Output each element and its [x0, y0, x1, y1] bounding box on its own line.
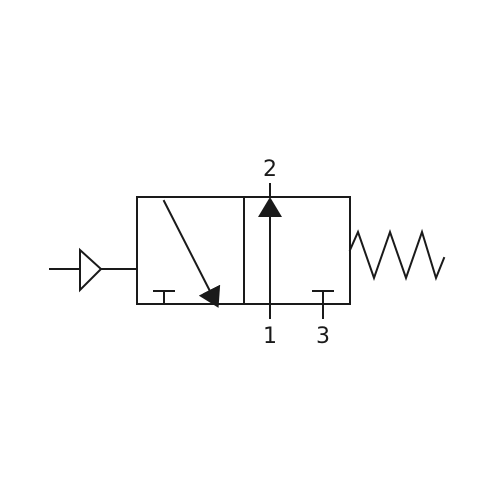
valve-body: [136, 196, 351, 305]
port-label-1: 1: [263, 324, 277, 349]
pilot-triangle: [79, 247, 103, 293]
valve-right-box: [243, 196, 351, 305]
left-box-symbols: [153, 199, 221, 308]
diagonal-flow-arrow: [162, 199, 221, 308]
port-lines: [269, 183, 324, 319]
valve-left-box: [136, 196, 245, 305]
port-label-2: 2: [263, 157, 277, 182]
pilot-actuator: [49, 247, 138, 293]
spring-return: [348, 228, 446, 282]
right-box-symbols: [258, 197, 334, 305]
port-label-3: 3: [316, 324, 330, 349]
